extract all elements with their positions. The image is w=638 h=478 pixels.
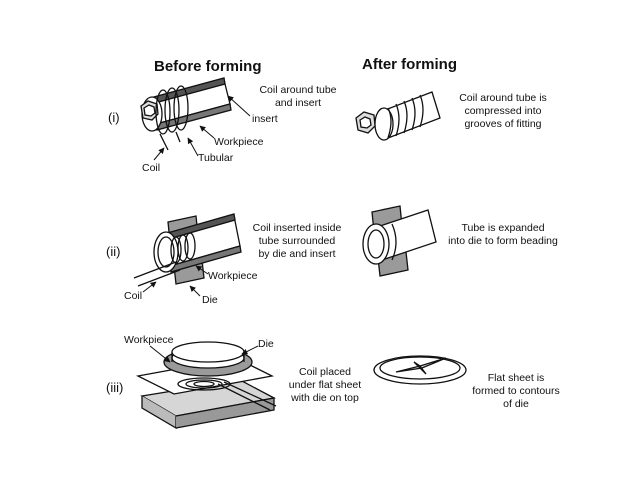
row1-after-line-1: Coil around tube is: [459, 92, 547, 104]
row3-numeral: (iii): [106, 380, 124, 395]
row2-before-drawing: [133, 213, 242, 287]
row1-before-line-1: Coil around tube: [259, 84, 337, 96]
row1-tubular-label: Tubular: [198, 152, 234, 164]
row3-die-label: Die: [258, 338, 274, 350]
row1-before-description: Coil around tube and insert: [250, 84, 346, 110]
row3-after-line-1: Flat sheet is: [487, 372, 545, 384]
row1-before-drawing: [140, 77, 232, 151]
row1-after-line-3: grooves of fitting: [464, 118, 542, 130]
row2-before-line-2: tube surrounded: [258, 235, 336, 247]
row1-before-leaders: [153, 95, 251, 161]
row2-coil-label: Coil: [124, 290, 143, 302]
row2-after-description: Tube is expanded into die to form beadin…: [438, 222, 568, 248]
row3-workpiece-label: Workpiece: [124, 334, 174, 346]
row2-workpiece-label: Workpiece: [208, 270, 258, 282]
row2-die-label: Die: [202, 294, 218, 306]
row3-before-leaders: [149, 345, 259, 363]
after-forming-header: After forming: [362, 56, 457, 73]
row1-coil-label: Coil: [142, 162, 161, 174]
row1-after-drawing: [355, 91, 441, 141]
before-forming-header: Before forming: [154, 58, 262, 75]
row1-after-line-2: compressed into: [464, 105, 542, 117]
row1-before-line-2: and insert: [274, 97, 322, 109]
row3-before-line-1: Coil placed: [299, 366, 351, 378]
row3-before-description: Coil placed under flat sheet with die on…: [278, 366, 372, 405]
row1-numeral: (i): [108, 110, 120, 125]
row2-before-description: Coil inserted inside tube surrounded by …: [244, 222, 350, 261]
row1-workpiece-label: Workpiece: [214, 136, 264, 148]
row2-numeral: (ii): [106, 244, 121, 259]
row1-after-description: Coil around tube is compressed into groo…: [448, 92, 558, 131]
row2-before-line-3: by die and insert: [258, 248, 336, 260]
row1-insert-label: insert: [252, 113, 278, 125]
row3-before-drawing: [135, 341, 277, 430]
row3-after-description: Flat sheet is formed to contours of die: [464, 372, 568, 411]
row2-before-leaders: [142, 265, 209, 297]
row3-before-line-3: with die on top: [291, 392, 359, 404]
row3-before-line-2: under flat sheet: [288, 379, 362, 391]
row2-after-line-1: Tube is expanded: [461, 222, 545, 234]
row2-after-drawing: [362, 205, 437, 277]
row2-after-line-2: into die to form beading: [448, 235, 558, 247]
row2-before-line-1: Coil inserted inside: [252, 222, 342, 234]
row3-after-drawing: [373, 355, 467, 385]
row3-after-line-3: of die: [503, 398, 529, 410]
row3-after-line-2: formed to contours: [472, 385, 560, 397]
